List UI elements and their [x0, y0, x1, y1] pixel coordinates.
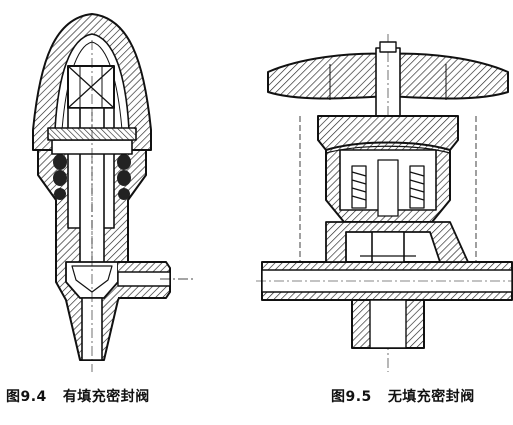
figure-number: 图9.4 [6, 389, 47, 405]
figure-title: 无填充密封阀 [387, 389, 475, 405]
figure-number: 图9.5 [331, 389, 372, 405]
figure-title: 有填充密封阀 [62, 389, 150, 405]
packed-seal-valve-drawing [32, 13, 195, 372]
figure-caption-9-5: 图9.5 无填充密封阀 [331, 386, 475, 406]
figure-caption-9-4: 图9.4 有填充密封阀 [6, 386, 150, 406]
packless-seal-valve-drawing [256, 34, 513, 372]
